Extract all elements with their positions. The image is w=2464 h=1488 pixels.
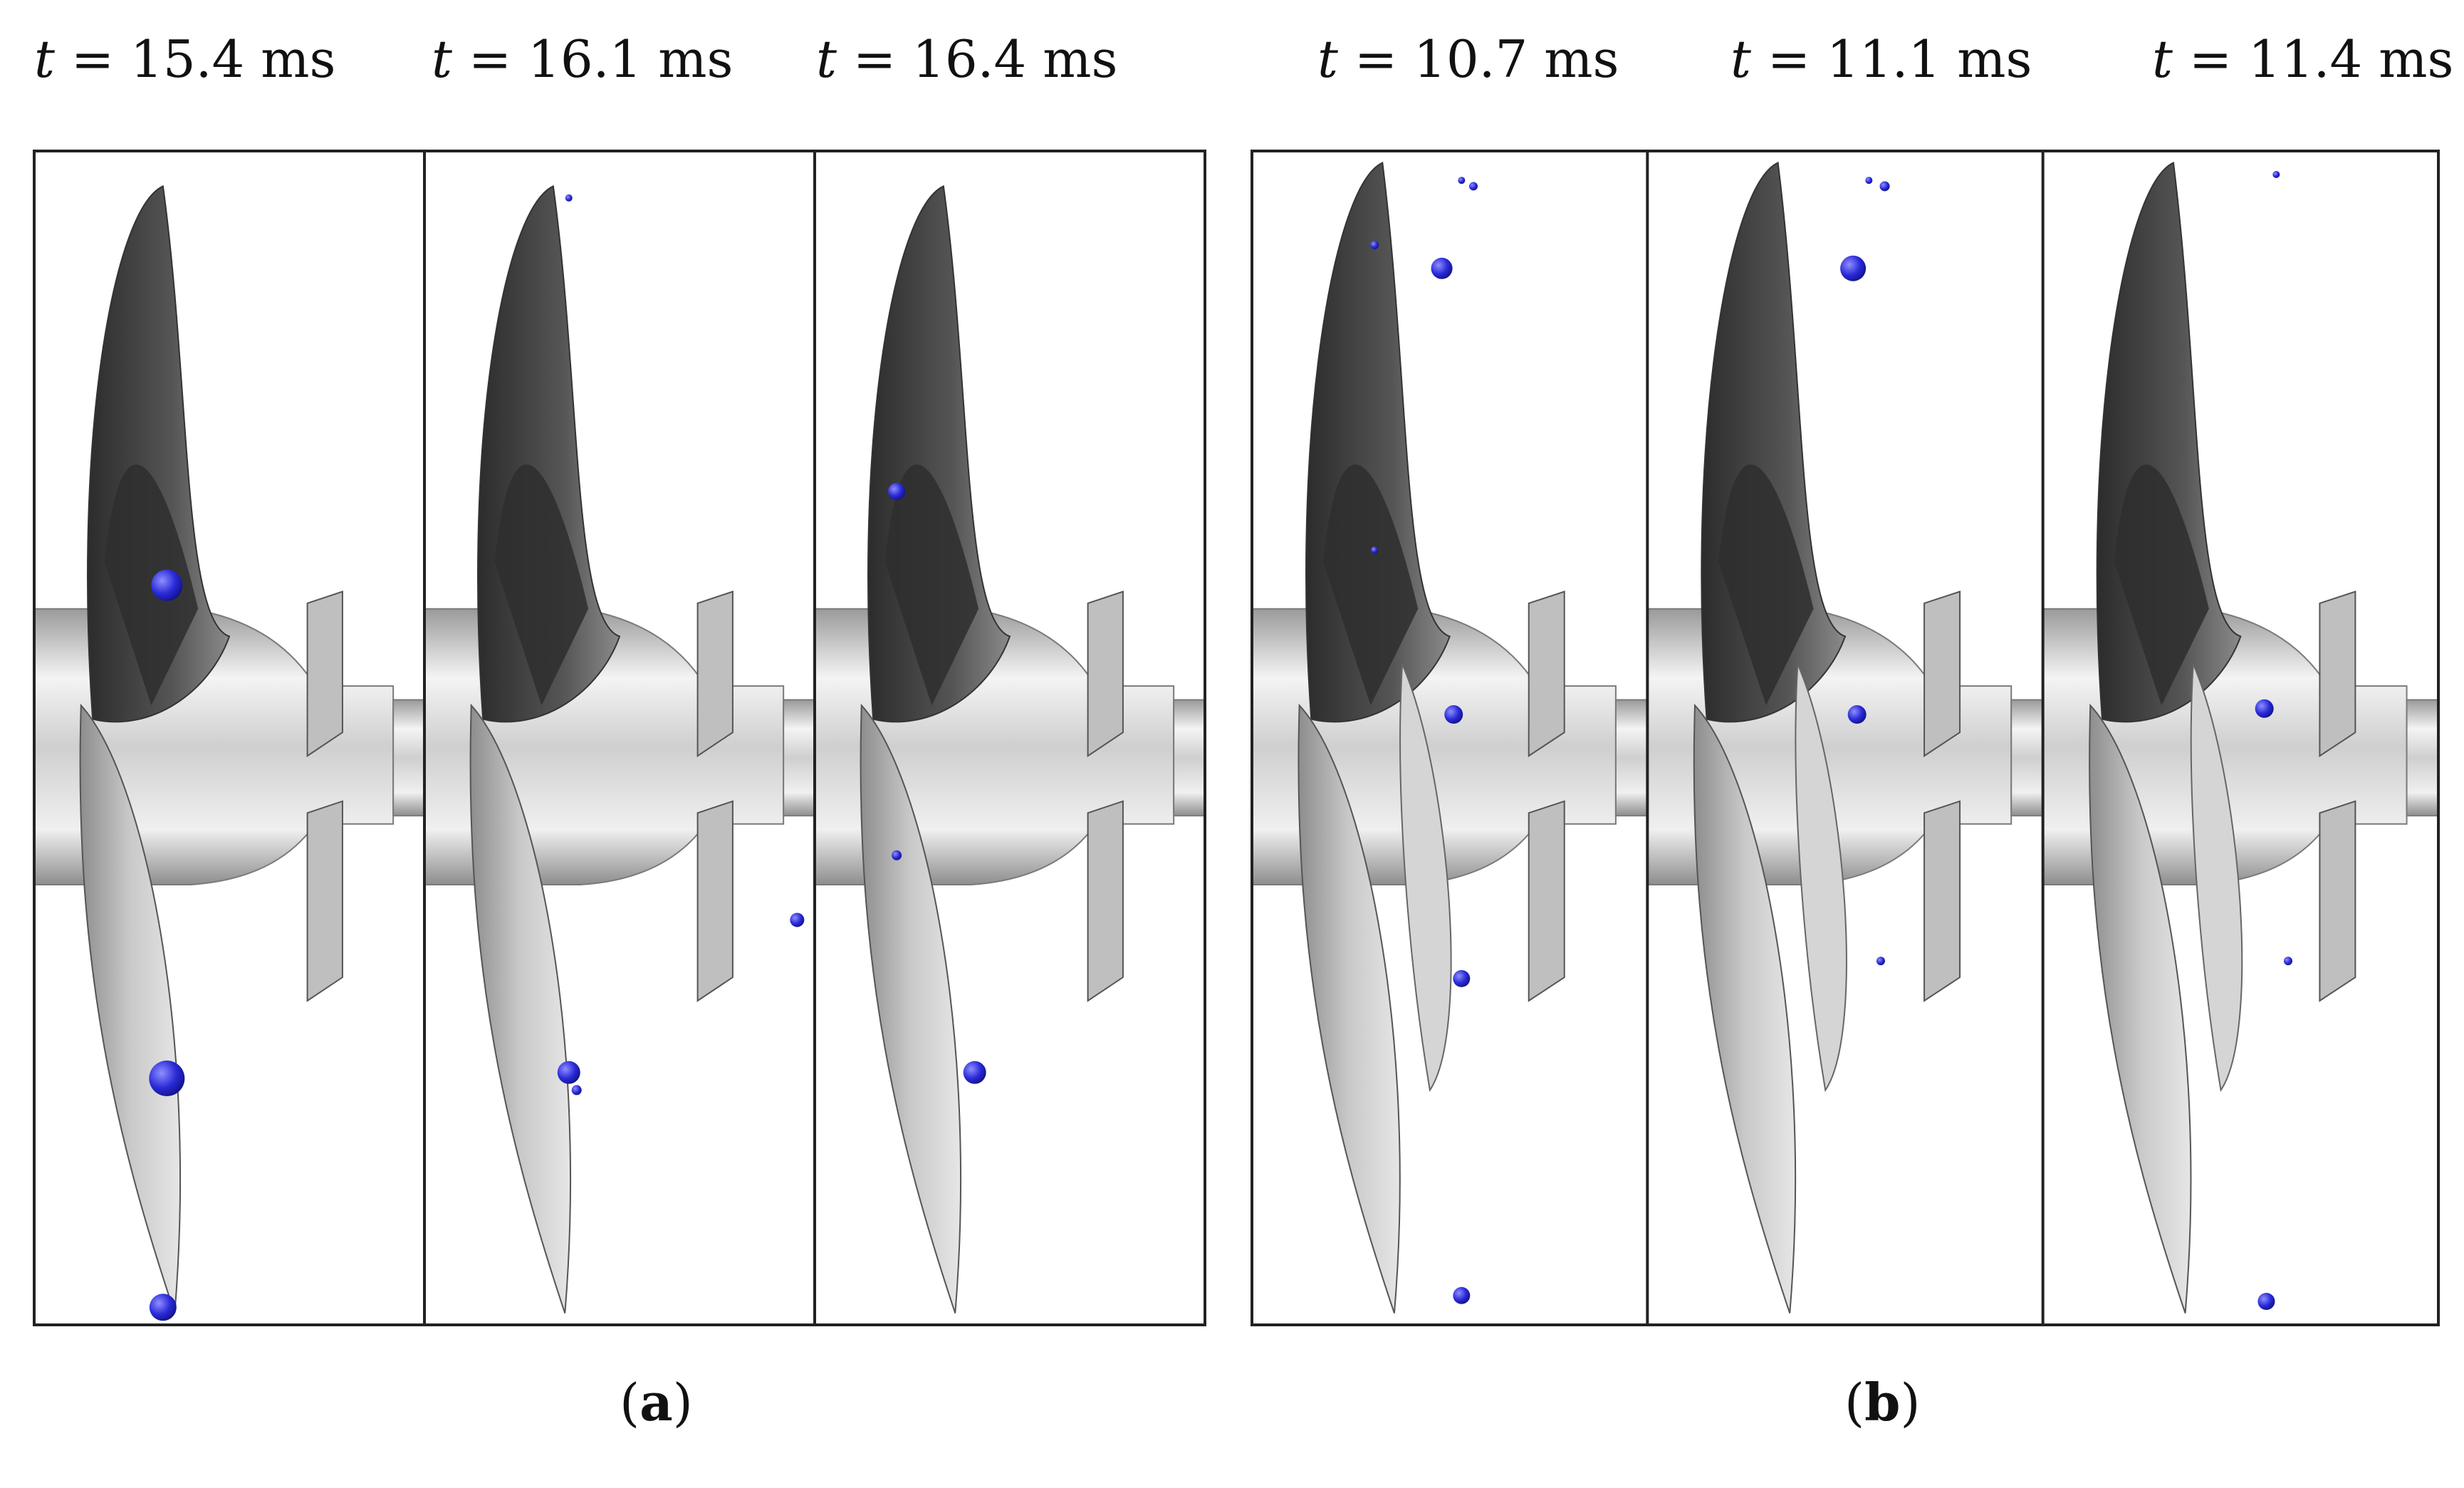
time-variable: t [816,29,837,89]
propeller-render [1647,161,2043,1313]
cavitation-bubble [2257,1293,2275,1311]
upper-blade-shadow [1322,464,1419,706]
stator-fin [306,800,343,1002]
cavitation-bubble [1444,705,1463,724]
upper-blade-shadow [1718,464,1814,706]
cavitation-bubble [1876,957,1885,966]
time-label: t = 15.4 ms [34,29,335,89]
cavitation-bubble [2255,699,2274,718]
stator-fin [1528,800,1565,1002]
cavitation-bubble [2283,957,2292,966]
cavitation-bubble [151,569,183,601]
cavitation-bubble [1453,1286,1471,1304]
time-variable: t [1730,29,1752,89]
cavitation-bubble [790,912,805,927]
time-variable: t [432,29,453,89]
stator-fin [2319,800,2356,1002]
subfigure-caption: (b) [1844,1372,1921,1432]
panel-image [1252,161,1648,1313]
stator-fin [696,800,734,1002]
time-variable: t [2152,29,2173,89]
caption-letter: a [640,1372,673,1432]
stator-fin [1923,590,1961,758]
panel-frame [1251,150,2440,1326]
middle-blade [1399,663,1452,1093]
propeller-render [34,184,424,1321]
cavitation-bubble [892,850,902,860]
cavitation-bubble [1468,182,1478,191]
cavitation-bubble [1371,546,1379,554]
time-value: = 15.4 ms [55,29,336,89]
cavitation-bubble [1458,177,1466,184]
cavitation-bubble [1879,181,1890,192]
shaft-end [392,699,424,817]
time-variable: t [34,29,56,89]
time-value: = 11.4 ms [2173,29,2454,89]
middle-blade [1795,663,1847,1093]
stator-fin [1528,590,1565,758]
shaft-end [2406,699,2439,817]
stator-fin [1087,800,1124,1002]
upper-blade-shadow [2114,464,2209,706]
time-label: t = 16.4 ms [816,29,1117,89]
cavitation-bubble [1431,257,1453,279]
panel-image [815,184,1205,1313]
cavitation-bubble [1847,705,1867,724]
shaft-end [1173,699,1205,817]
shaft-end [2010,699,2043,817]
panel-image [2042,161,2439,1313]
cavitation-bubble [1453,969,1471,987]
panel-image [424,184,815,1313]
caption-letter: b [1864,1372,1900,1432]
propeller-render [424,184,815,1313]
panel-image [34,184,424,1321]
lower-blade [1298,703,1401,1313]
panel-frame [33,150,1206,1326]
stator-fin [696,590,734,758]
propeller-render [815,184,1205,1313]
time-variable: t [1317,29,1339,89]
time-label: t = 16.1 ms [432,29,733,89]
time-value: = 16.4 ms [837,29,1118,89]
lower-blade [860,703,962,1313]
panel-group-b [1251,150,2440,1326]
cavitation-bubble [963,1061,986,1084]
cavitation-bubble [149,1060,185,1096]
middle-blade [2190,663,2243,1093]
stator-fin [306,590,343,758]
time-label: t = 10.7 ms [1317,29,1619,89]
time-value: = 16.1 ms [452,29,734,89]
upper-blade-shadow [884,464,979,706]
time-value: = 11.1 ms [1751,29,2032,89]
lower-blade [1693,703,1797,1313]
subfigure-caption: (a) [620,1372,693,1432]
time-label: t = 11.1 ms [1730,29,2032,89]
propeller-render [2042,161,2439,1313]
stator-fin [1923,800,1961,1002]
stator-fin [2319,590,2356,758]
cavitation-bubble [888,482,906,500]
panel-image [1647,161,2043,1313]
upper-blade-shadow [494,464,589,706]
shaft-end [1614,699,1648,817]
panel-group-a [33,150,1206,1326]
cavitation-bubble [565,194,573,202]
cavitation-bubble [557,1061,580,1084]
lower-blade [469,703,572,1313]
cavitation-bubble [1840,255,1867,281]
cavitation-bubble [1865,177,1873,184]
cavitation-bubble [571,1085,582,1096]
stator-fin [1087,590,1124,758]
cavitation-bubble [149,1294,177,1321]
shaft-end [783,699,815,817]
time-value: = 10.7 ms [1338,29,1619,89]
cavitation-bubble [2272,170,2280,178]
time-label: t = 11.4 ms [2152,29,2453,89]
lower-blade [2089,703,2192,1313]
cavitation-bubble [1370,240,1379,249]
propeller-render [1252,161,1648,1313]
